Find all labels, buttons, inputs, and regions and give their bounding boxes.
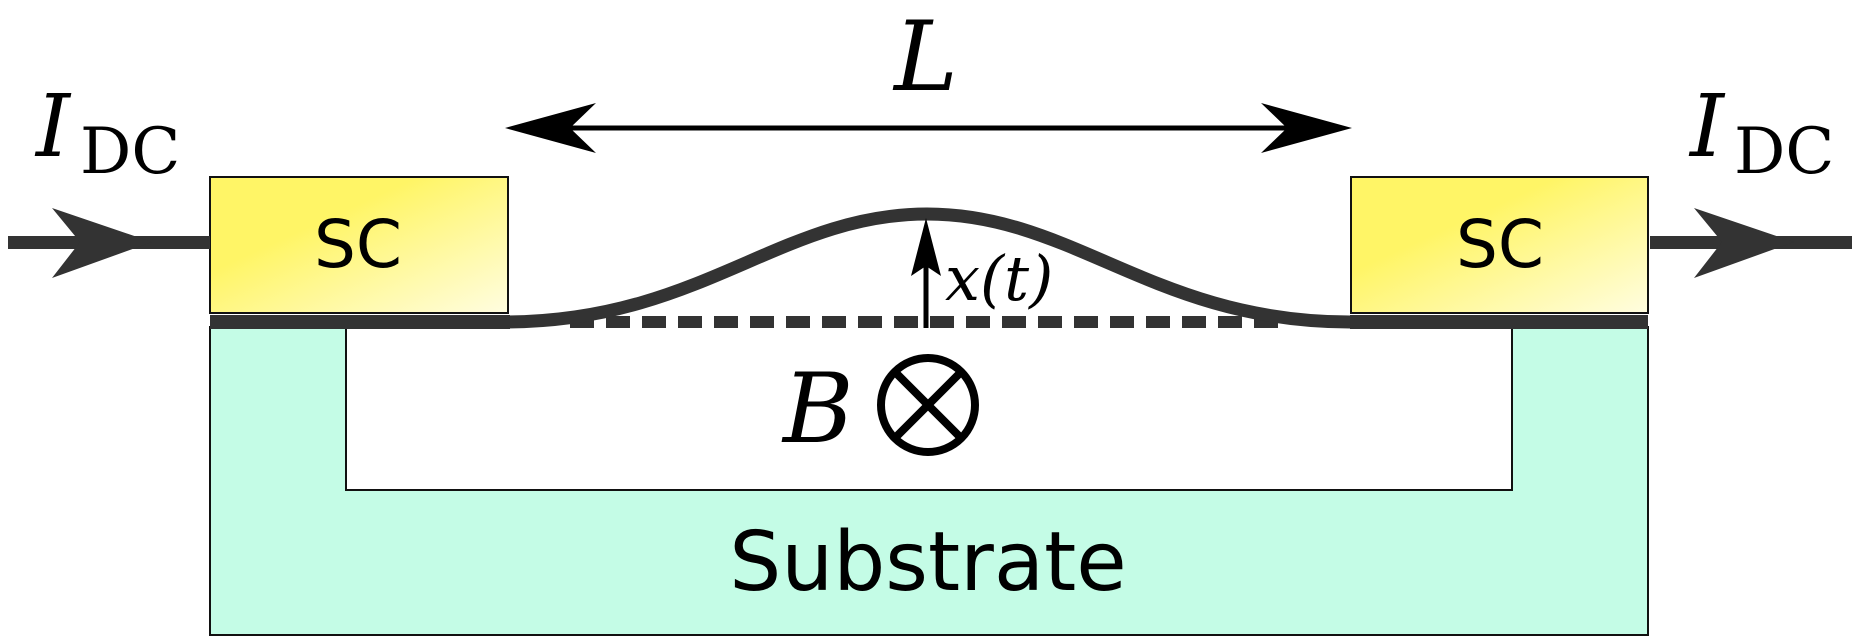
into-page-circle-cross-icon	[877, 354, 979, 456]
arrowhead-right-icon	[1261, 103, 1352, 153]
displacement-arrow: x(t)	[911, 218, 1053, 328]
field-label: B	[781, 353, 854, 465]
substrate-label: Substrate	[729, 515, 1127, 610]
displaced-beam	[504, 207, 1351, 329]
current-arrow-left	[8, 208, 210, 278]
current-label-right: I DC	[1688, 77, 1834, 189]
magnetic-field: B	[781, 353, 979, 465]
arrowhead-right-icon	[52, 208, 152, 278]
svg-text:DC: DC	[1734, 115, 1834, 189]
sc-pad-left: SC	[209, 176, 509, 314]
svg-text:DC: DC	[80, 115, 180, 189]
sc-left-label: SC	[314, 206, 402, 283]
length-arrow: L	[505, 1, 1352, 153]
current-arrow-right	[1650, 208, 1852, 278]
current-label-left: I DC	[34, 77, 180, 189]
sc-pad-right: SC	[1350, 176, 1649, 314]
svg-text:I: I	[1688, 77, 1726, 177]
sc-right-label: SC	[1456, 206, 1544, 283]
displacement-label: x(t)	[945, 242, 1053, 315]
arrowhead-left-icon	[505, 103, 596, 153]
svg-text:I: I	[34, 77, 72, 177]
arrowhead-up-icon	[911, 218, 941, 276]
arrowhead-right-icon	[1694, 208, 1794, 278]
length-label: L	[892, 1, 958, 113]
